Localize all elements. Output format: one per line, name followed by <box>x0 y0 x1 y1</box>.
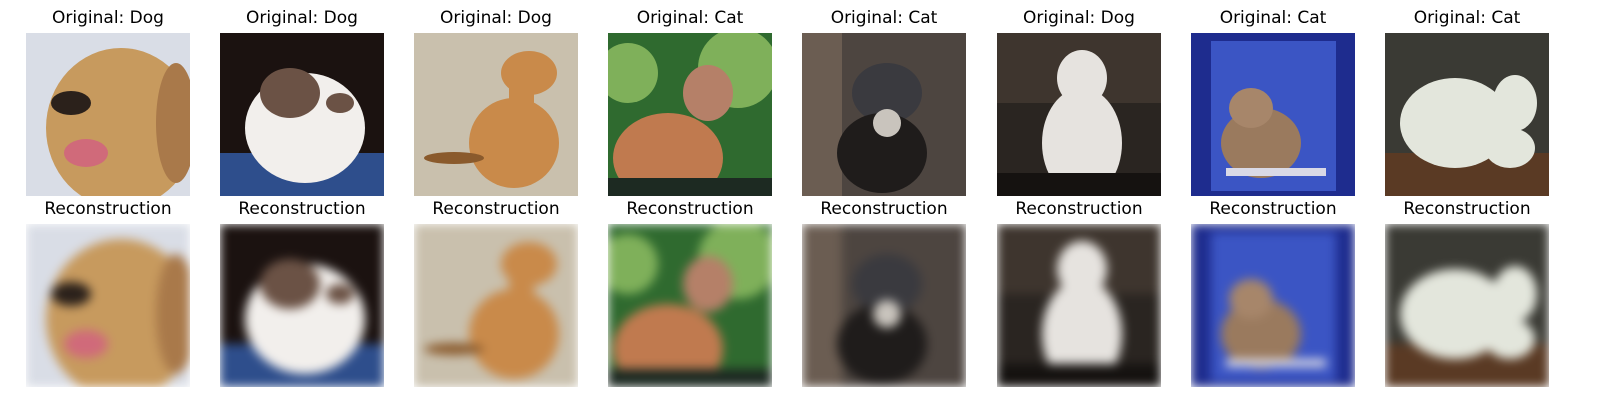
original-title: Original: Cat <box>1219 8 1327 28</box>
original-image <box>802 33 966 196</box>
original-image <box>1191 33 1355 196</box>
reconstruction-image <box>608 224 772 387</box>
original-title: Original: Cat <box>830 8 938 28</box>
original-title: Original: Cat <box>1413 8 1521 28</box>
reconstruction-image <box>220 224 384 387</box>
original-image <box>1385 33 1549 196</box>
reconstruction-title: Reconstruction <box>44 199 172 219</box>
reconstruction-title: Reconstruction <box>1403 199 1531 219</box>
reconstruction-title: Reconstruction <box>432 199 560 219</box>
reconstruction-title: Reconstruction <box>238 199 366 219</box>
reconstruction-image <box>1191 224 1355 387</box>
original-title: Original: Dog <box>1023 8 1135 28</box>
reconstruction-image <box>414 224 578 387</box>
original-image <box>997 33 1161 196</box>
reconstruction-image <box>997 224 1161 387</box>
reconstruction-image <box>26 224 190 387</box>
reconstruction-title: Reconstruction <box>1015 199 1143 219</box>
original-image <box>220 33 384 196</box>
original-title: Original: Dog <box>440 8 552 28</box>
original-title: Original: Cat <box>636 8 744 28</box>
reconstruction-image <box>802 224 966 387</box>
original-title: Original: Dog <box>246 8 358 28</box>
reconstruction-title: Reconstruction <box>820 199 948 219</box>
reconstruction-title: Reconstruction <box>626 199 754 219</box>
reconstruction-image <box>1385 224 1549 387</box>
original-image <box>26 33 190 196</box>
original-title: Original: Dog <box>52 8 164 28</box>
reconstruction-title: Reconstruction <box>1209 199 1337 219</box>
original-image <box>608 33 772 196</box>
original-image <box>414 33 578 196</box>
